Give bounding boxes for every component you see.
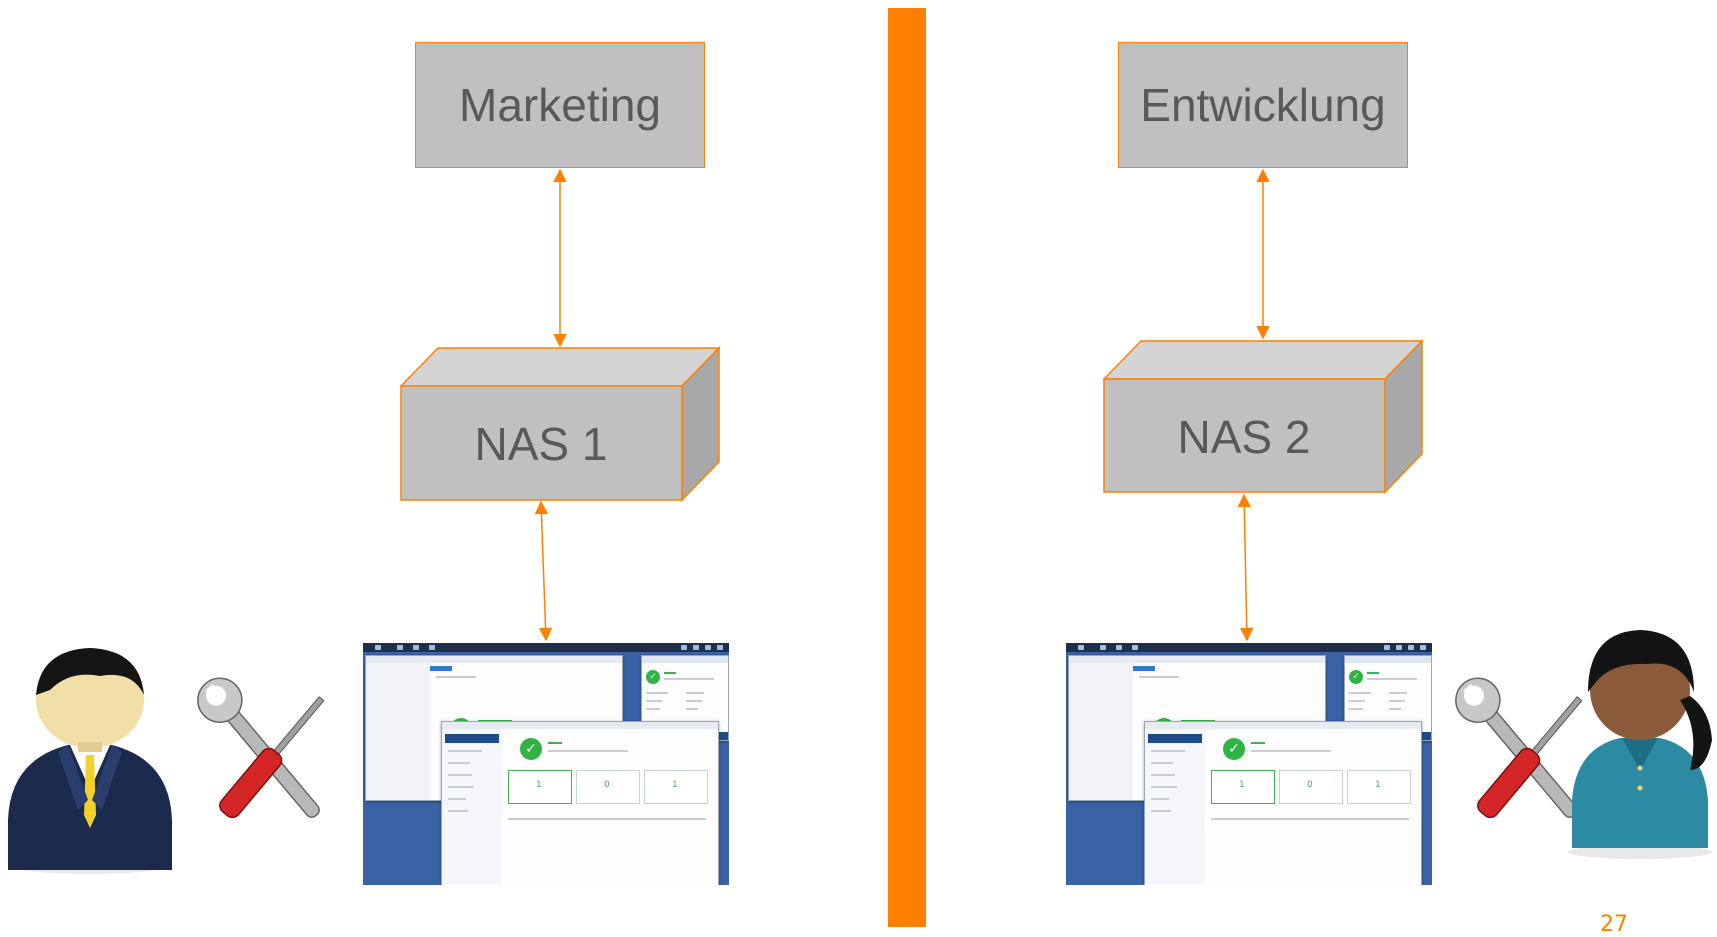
marketing-box: Marketing: [415, 42, 705, 168]
page-number: 27: [1600, 912, 1628, 937]
arrow-nas2-screen: [1237, 493, 1254, 642]
marketing-label: Marketing: [459, 79, 661, 131]
screenshot-taskbar: [363, 643, 729, 652]
businesswoman-icon: [1568, 630, 1712, 859]
screwdriver-right: [1477, 696, 1583, 819]
nas1-manager-screenshot: ✓ ✓ ✓ 1 0 1: [363, 643, 729, 885]
entwicklung-label: Entwicklung: [1140, 79, 1386, 131]
nas2-cube: NAS 2: [1102, 339, 1424, 494]
entwicklung-box: Entwicklung: [1118, 42, 1408, 168]
tools-icon-right: [1455, 677, 1578, 818]
nas2-label: NAS 2: [1178, 411, 1311, 463]
nas1-label: NAS 1: [475, 418, 608, 470]
nas2-manager-screenshot: ✓ ✓ ✓ 1 0 1: [1066, 643, 1432, 885]
center-divider: [888, 8, 926, 927]
arrow-nas1-screen: [534, 500, 553, 642]
nas1-cube: NAS 1: [399, 346, 721, 502]
businessman-icon: [8, 648, 172, 874]
screwdriver-left: [219, 696, 325, 819]
screenshot-window-vmm: ✓ 1 0 1: [1144, 721, 1422, 885]
screenshot-window-vmm: ✓ 1 0 1: [441, 721, 719, 885]
tools-icon-left: [197, 677, 320, 818]
screenshot-taskbar: [1066, 643, 1432, 652]
